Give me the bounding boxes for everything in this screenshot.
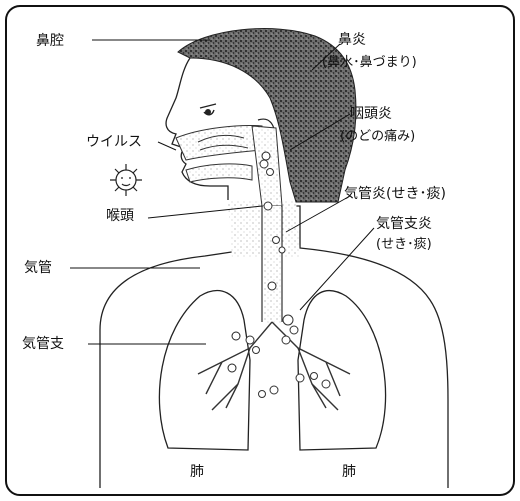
label-pharyngitis-symptoms: (のどの痛み) bbox=[340, 128, 415, 144]
label-bronchitis-symptoms: (せき･痰) bbox=[376, 236, 432, 252]
label-trachea: 気管 bbox=[24, 260, 52, 276]
label-tracheitis-symptoms: 気管炎(せき･痰) bbox=[344, 186, 446, 202]
label-lung-right: 肺 bbox=[342, 464, 356, 480]
label-nasal-cavity: 鼻腔 bbox=[36, 32, 64, 49]
label-lung-left: 肺 bbox=[190, 464, 204, 480]
label-bronchitis: 気管支炎 bbox=[376, 216, 432, 232]
label-rhinitis: 鼻炎 bbox=[338, 31, 366, 48]
label-larynx: 喉頭 bbox=[106, 208, 134, 224]
label-pharyngitis: 咽頭炎 bbox=[350, 106, 392, 122]
label-virus: ウイルス bbox=[86, 134, 142, 150]
label-bronchus: 気管支 bbox=[22, 336, 64, 352]
label-rhinitis-symptoms: (鼻水･鼻づまり) bbox=[322, 54, 417, 70]
